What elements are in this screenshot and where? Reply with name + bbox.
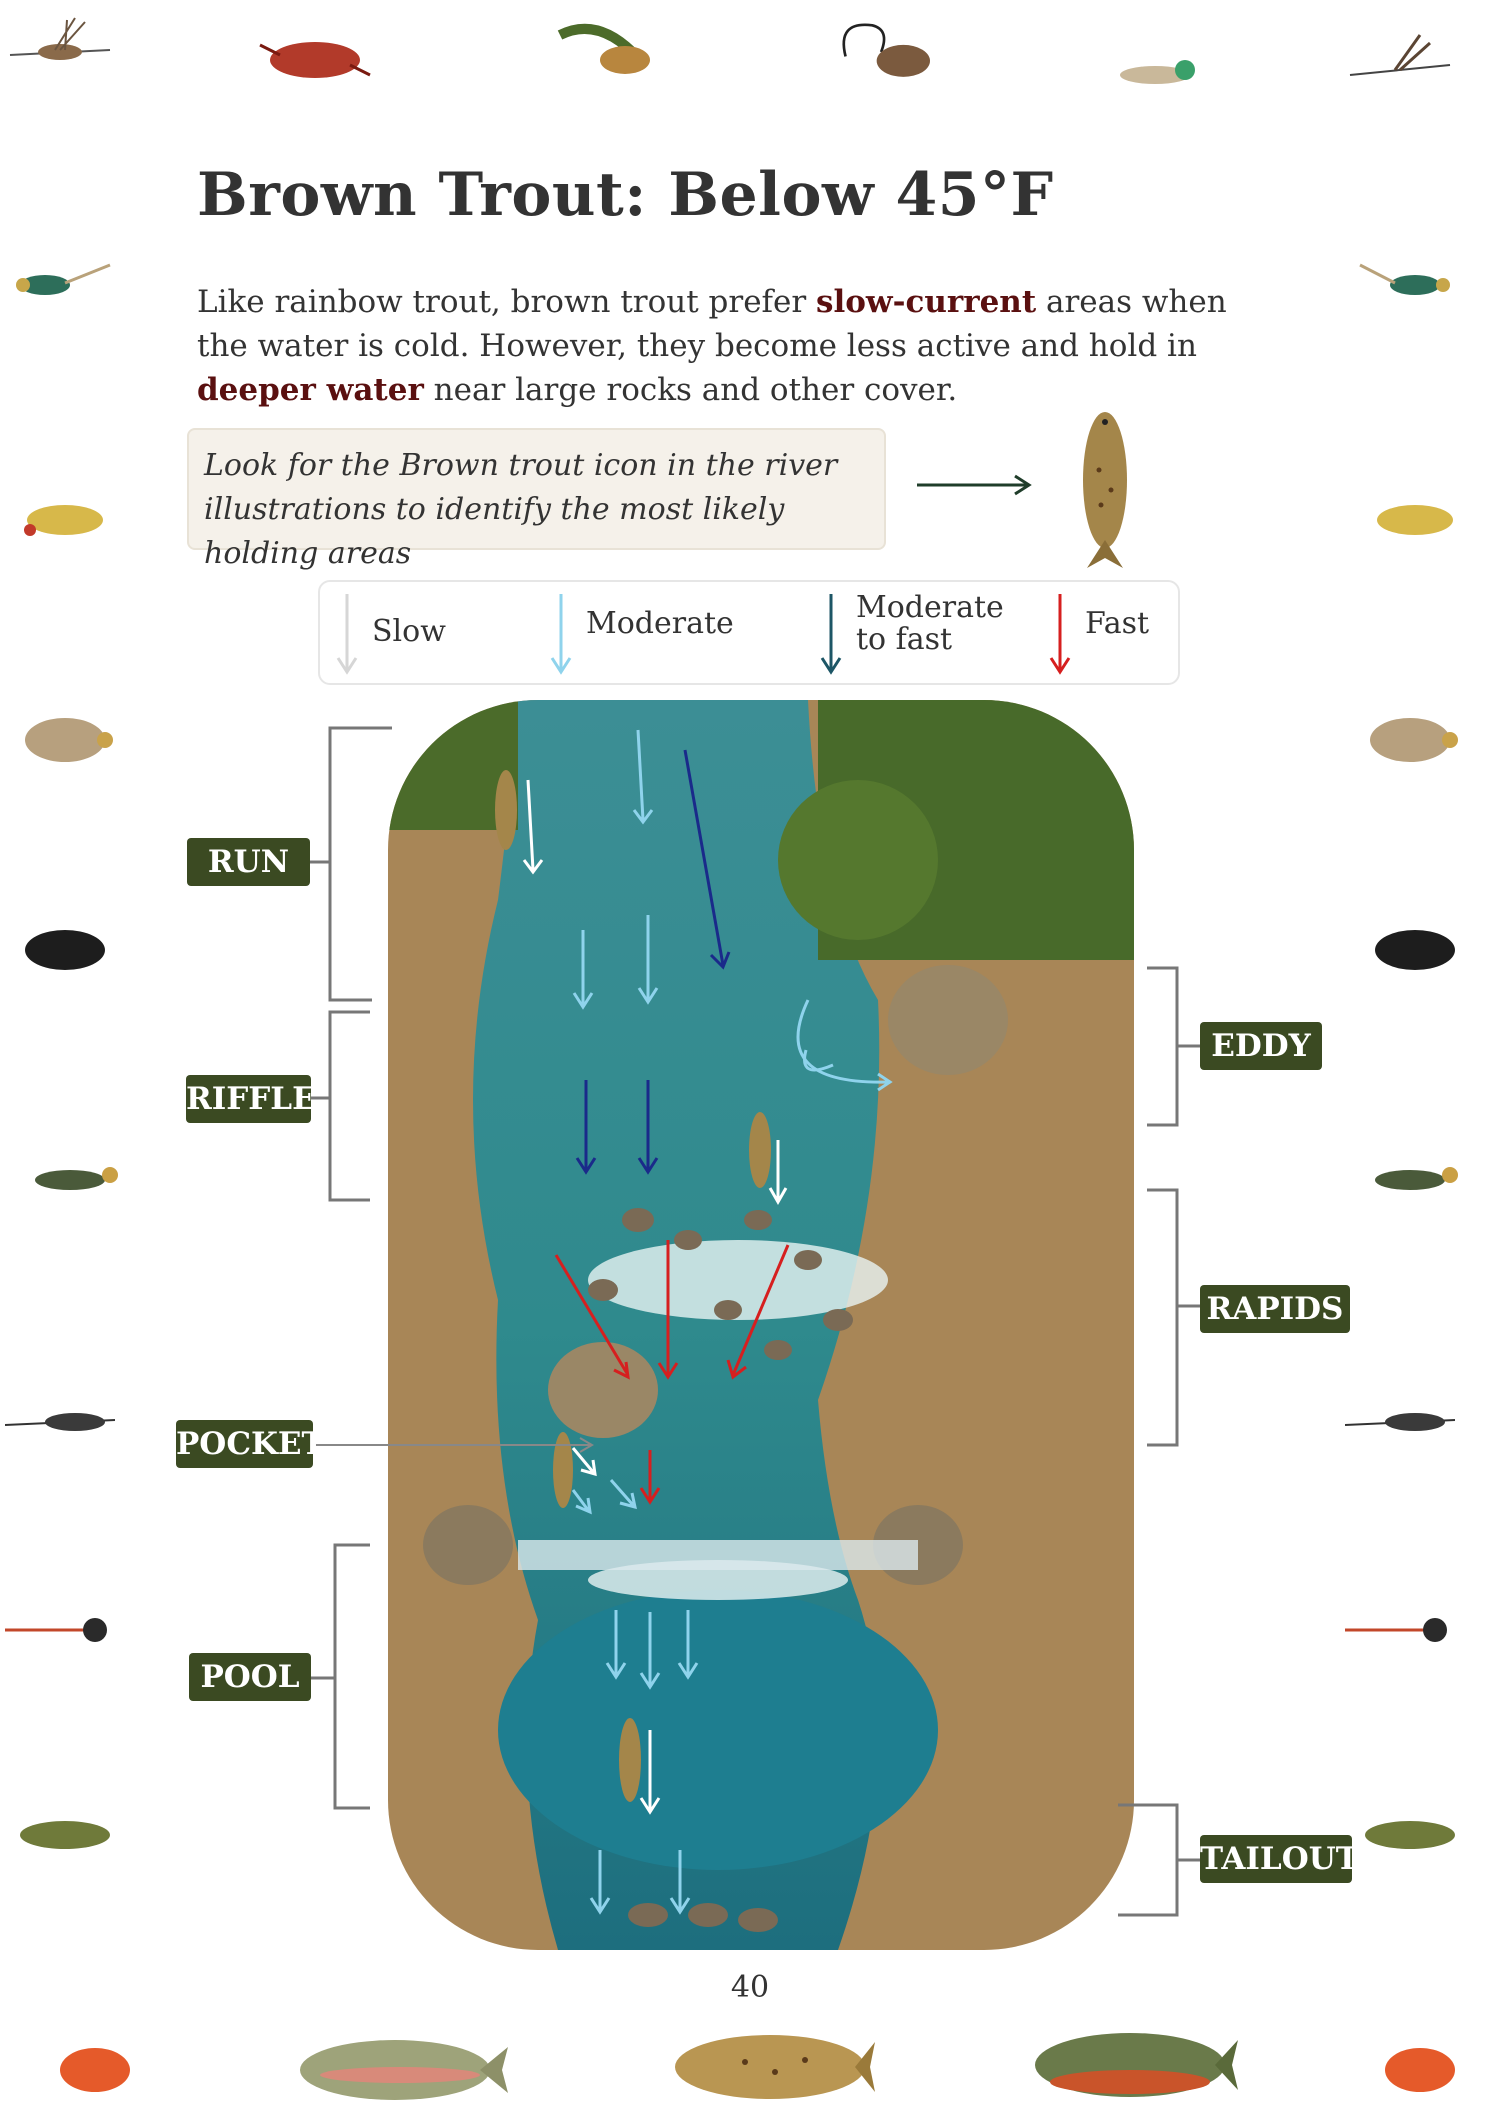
intro-text: Like rainbow trout, brown trout prefer (197, 284, 817, 320)
fly-icon (1360, 475, 1470, 555)
fly-icon (10, 910, 120, 990)
slow-arrow-icon (336, 594, 358, 675)
emphasis-slow-current: slow-current (816, 284, 1037, 320)
moderate-fast-arrow-icon (820, 594, 842, 675)
fly-icon (1345, 1590, 1455, 1670)
fly-icon (5, 10, 115, 90)
fly-icon (1355, 1140, 1465, 1220)
legend-fast-label: Fast (1085, 606, 1150, 641)
pointer-arrow-icon (917, 474, 1032, 496)
legend-line: Moderate (856, 590, 1004, 625)
intro-text: near large rocks and other cover. (423, 372, 958, 408)
section-tag-run: RUN (187, 838, 310, 886)
intro-text: areas when the water is cold. However, t… (197, 284, 1227, 364)
fast-arrow-icon (1049, 594, 1071, 675)
fly-icon (10, 1140, 120, 1220)
fly-icon (820, 12, 960, 92)
fly-icon (5, 245, 115, 325)
section-tag-pocket: POCKET (176, 1420, 325, 1468)
legend-slow-label: Slow (372, 614, 446, 649)
fly-icon (10, 475, 120, 555)
fly-icon (5, 1590, 115, 1670)
section-tag-pool: POOL (189, 1653, 311, 1701)
legend-moderate-label: Moderate (586, 606, 734, 641)
fly-icon (1355, 1790, 1465, 1870)
river-illustration (388, 700, 1134, 1950)
page-number: 40 (730, 1970, 770, 2005)
fly-icon (540, 5, 660, 85)
legend-line: to fast (856, 622, 953, 657)
note-line: illustrations to identify the most likel… (204, 492, 785, 571)
page-title: Brown Trout: Below 45°F (197, 160, 1054, 230)
fly-icon (10, 700, 120, 780)
fly-icon (1360, 910, 1470, 990)
left-brackets (308, 726, 392, 1810)
brown-trout-bottom-icon (675, 2035, 875, 2099)
intro-paragraph: Like rainbow trout, brown trout prefer s… (197, 280, 1277, 412)
fly-icon (1345, 25, 1455, 105)
brown-trout-icon (1083, 412, 1127, 568)
note-line: Look for the Brown trout icon in the riv… (204, 448, 838, 483)
note-box (187, 428, 886, 550)
fly-icon (4, 1380, 116, 1460)
note-text: Look for the Brown trout icon in the riv… (204, 444, 884, 576)
brook-trout-icon (1035, 2033, 1238, 2097)
section-tag-rapids: RAPIDS (1200, 1285, 1350, 1333)
fly-icon (1355, 700, 1465, 780)
fly-icon (1100, 30, 1210, 110)
fly-icon (1355, 245, 1465, 325)
pocket-pointer-arrow (312, 1437, 594, 1453)
fly-icon (1365, 2030, 1475, 2110)
fly-icon (10, 1790, 120, 1870)
rainbow-trout-icon (300, 2040, 508, 2100)
right-brackets (1118, 966, 1200, 1917)
section-tag-tailout: TAILOUT (1200, 1835, 1359, 1883)
fly-icon (40, 2030, 150, 2110)
section-tag-eddy: EDDY (1200, 1022, 1322, 1070)
fly-icon (250, 15, 380, 95)
moderate-arrow-icon (550, 594, 572, 675)
fly-icon (1344, 1380, 1456, 1460)
emphasis-deeper-water: deeper water (197, 372, 424, 408)
section-tag-riffle: RIFFLE (186, 1075, 316, 1123)
